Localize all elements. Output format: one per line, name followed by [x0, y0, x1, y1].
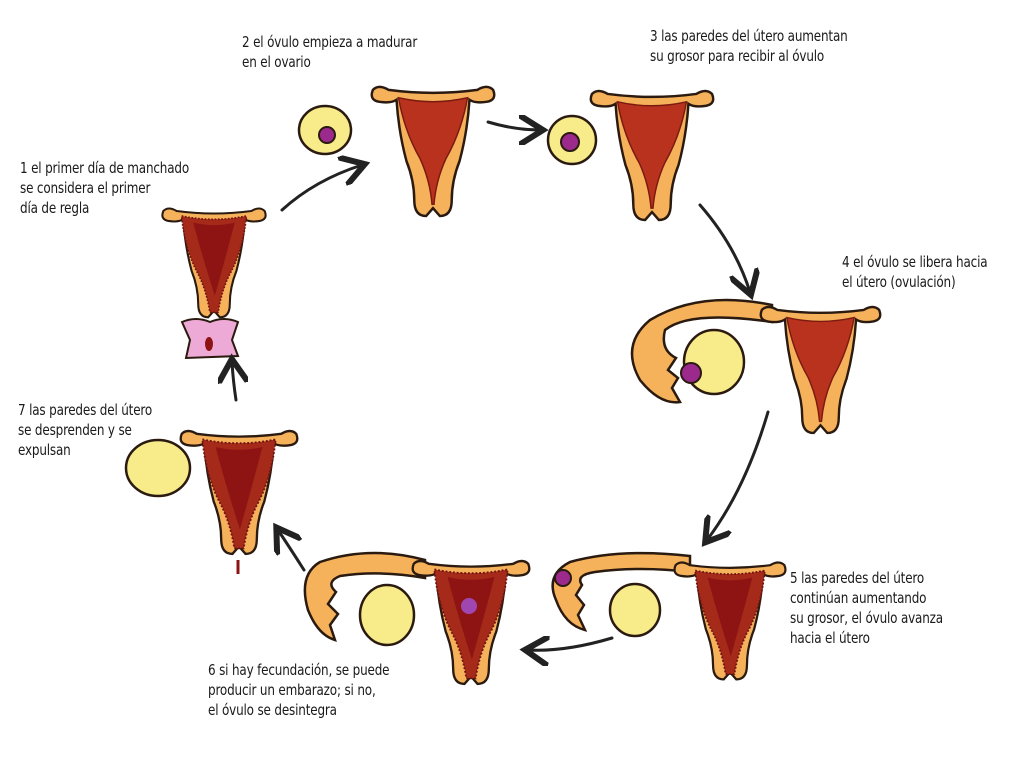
- egg: [318, 126, 336, 144]
- arrow-4-to-5: [707, 410, 770, 540]
- uterus-1: [161, 207, 267, 319]
- ovary: [358, 583, 416, 647]
- uterus-5: [673, 561, 787, 681]
- step-4-caption: 4 el óvulo se libera hacia el útero (ovu…: [842, 253, 988, 291]
- ovary: [124, 438, 192, 498]
- ovary: [682, 328, 746, 396]
- step-7-caption: 7 las paredes del útero se desprenden y …: [18, 401, 153, 459]
- stage-2-illustration: [297, 85, 496, 218]
- stage-7-illustration: [124, 429, 299, 574]
- step-3-caption: 3 las paredes del útero aumentan su gros…: [650, 27, 848, 65]
- uterus-2: [370, 85, 496, 218]
- stage-6-illustration: [303, 551, 531, 686]
- egg: [554, 569, 572, 587]
- arrow-3-to-4: [698, 203, 750, 292]
- step-5-caption: 5 las paredes del útero continúan aument…: [790, 569, 943, 647]
- step-1-caption: 1 el primer día de manchado se considera…: [20, 159, 190, 217]
- egg: [461, 598, 477, 614]
- arrow-5-to-6: [528, 638, 614, 650]
- egg: [560, 132, 580, 152]
- blood-drop: [205, 337, 213, 351]
- arrow-1-to-2: [280, 165, 362, 212]
- stage-5-illustration: [551, 551, 787, 681]
- uterus-7: [179, 429, 299, 556]
- arrow-6-to-7: [278, 530, 306, 572]
- stage-1-illustration: [161, 207, 267, 360]
- step-6-caption: 6 si hay fecundación, se puede producir …: [208, 661, 390, 719]
- arrow-2-to-3: [486, 122, 540, 130]
- uterus-6: [411, 559, 531, 686]
- stage-3-illustration: [546, 89, 715, 222]
- fallopian-tube: [630, 298, 774, 404]
- fallopian-tube: [551, 551, 692, 632]
- uterus-4: [759, 305, 882, 435]
- uterus-3: [589, 89, 715, 222]
- step-2-caption: 2 el óvulo empieza a madurar en el ovari…: [242, 33, 418, 71]
- arrow-7-to-1: [232, 362, 236, 402]
- egg: [680, 362, 702, 384]
- ovary: [608, 582, 662, 638]
- stage-4-illustration: [630, 298, 882, 435]
- fallopian-tube: [303, 551, 427, 642]
